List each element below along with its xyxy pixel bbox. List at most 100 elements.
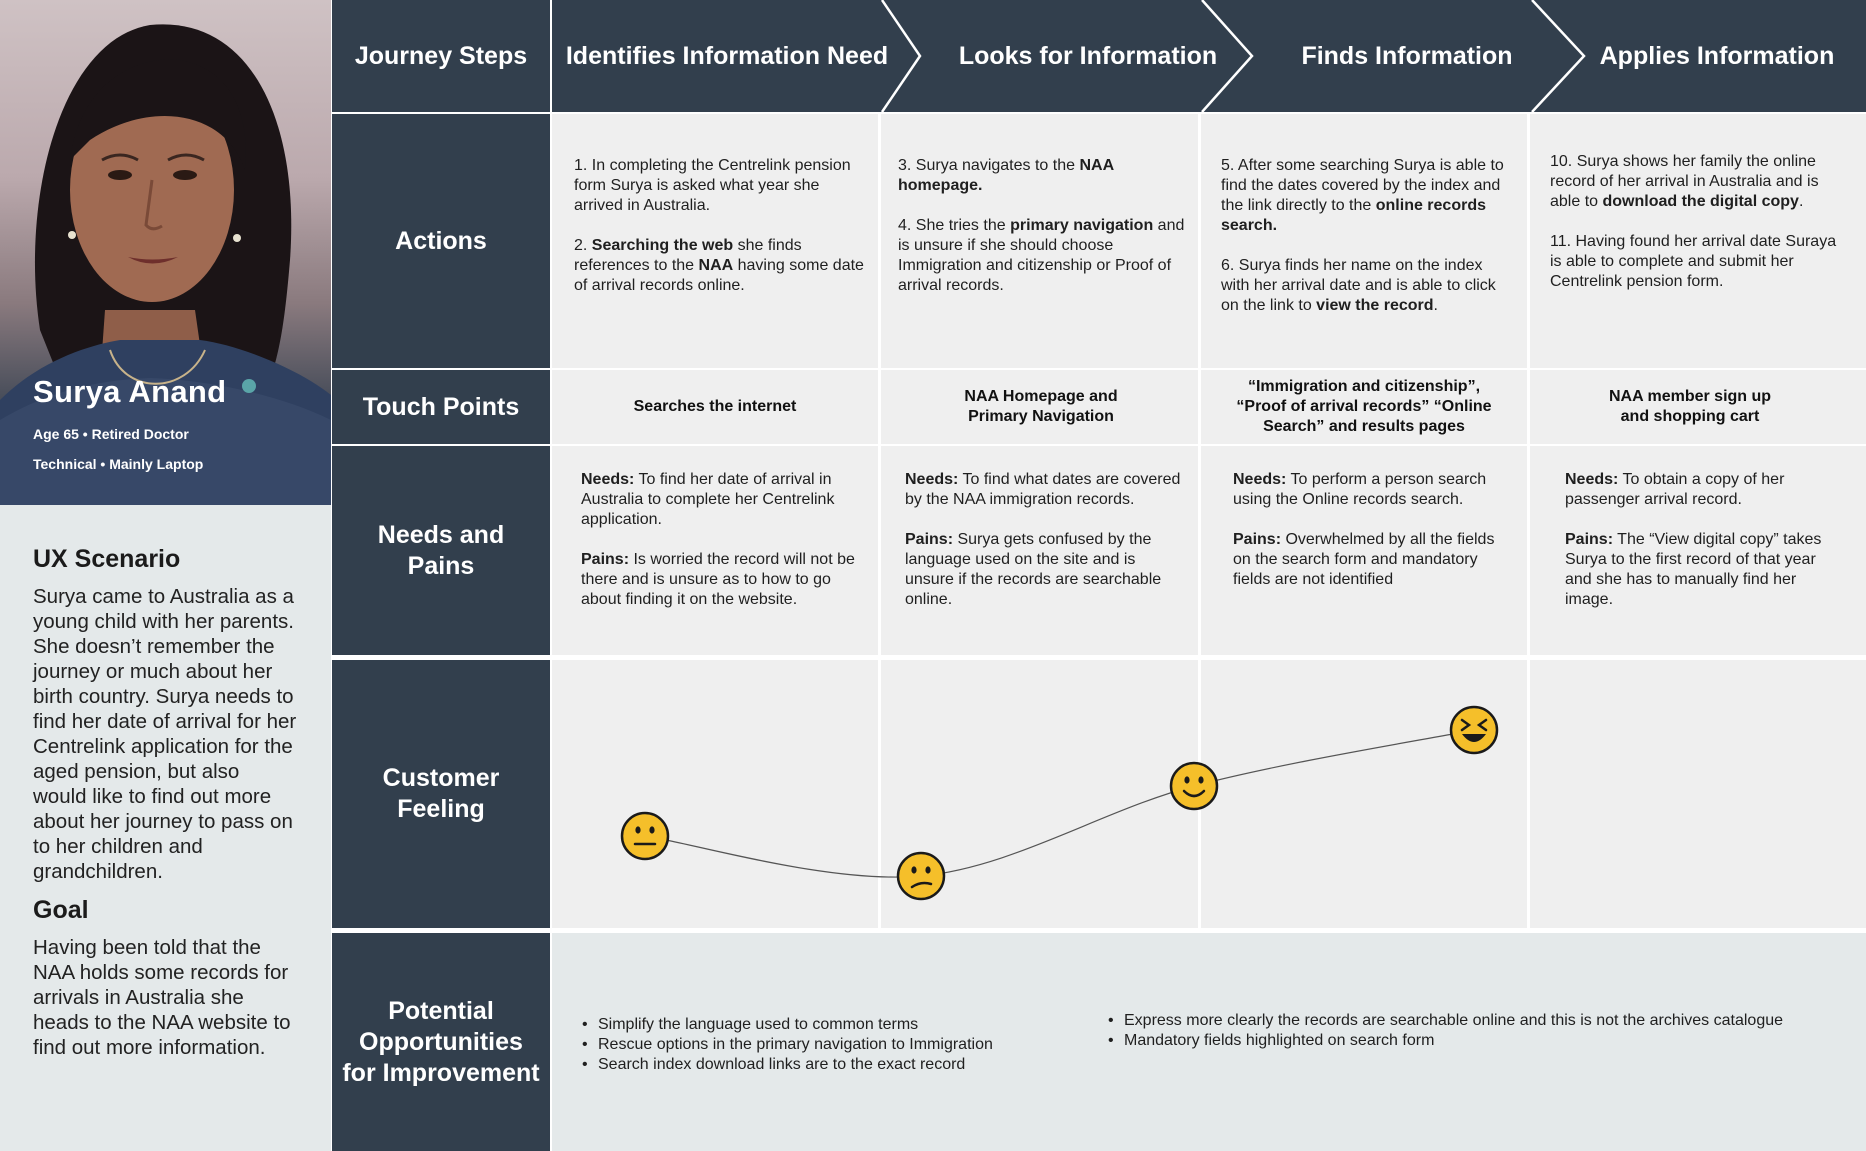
needs-text: To find her date of arrival in Australia…: [581, 471, 835, 528]
needs-pains-cell-4: Needs: To obtain a copy of her passenger…: [1530, 446, 1866, 655]
feeling-curve: [620, 705, 1499, 901]
row-header-touch-points: Touch Points: [332, 370, 550, 444]
needs-pains-cell-1: Needs: To find her date of arrival in Au…: [552, 446, 878, 655]
needs-pains-text-4: Needs: To obtain a copy of her passenger…: [1565, 470, 1835, 610]
actions-text-3: 5. After some searching Surya is able to…: [1221, 156, 1513, 316]
row-header-actions: Actions: [332, 114, 550, 368]
confused-face-icon: [896, 851, 946, 901]
needs-pains-text-3: Needs: To perform a person search using …: [1233, 470, 1495, 590]
action-emphasis: NAA: [698, 257, 734, 274]
feeling-cell-1: [552, 660, 878, 928]
step-title-1: Identifies Information Need: [565, 41, 889, 70]
persona-age-occupation: Age 65 • Retired Doctor: [33, 426, 189, 442]
feeling-cell-4: [1530, 660, 1866, 928]
opportunity-item: Mandatory fields highlighted on search f…: [1108, 1031, 1858, 1051]
scenario-heading: UX Scenario: [33, 545, 181, 573]
opportunities-panel: Simplify the language used to common ter…: [552, 933, 1866, 1151]
smiling-face-icon: [1169, 761, 1219, 811]
touchpoint-text-4: NAA member sign up and shopping cart: [1608, 388, 1772, 425]
touchpoint-cell-1: Searches the internet: [552, 370, 878, 444]
scenario-panel: UX Scenario Surya came to Australia as a…: [0, 505, 331, 1151]
persona-photo: [0, 24, 331, 505]
action-paragraph: 6. Surya finds her name on the index wit…: [1221, 257, 1496, 314]
opportunity-item: Search index download links are to the e…: [582, 1055, 1082, 1075]
row-header-label: Touch Points: [362, 392, 520, 421]
chevron-bar-graphic: [552, 0, 1866, 112]
needs-pains-cell-2: Needs: To find what dates are covered by…: [881, 446, 1198, 655]
opportunity-item: Rescue options in the primary navigation…: [582, 1035, 1082, 1055]
needs-pains-text-2: Needs: To find what dates are covered by…: [905, 470, 1185, 610]
touchpoint-text-1: Searches the internet: [633, 398, 797, 415]
action-paragraph: 11. Having found her arrival date Suraya…: [1550, 233, 1837, 290]
needs-label: Needs:: [1565, 471, 1619, 488]
action-paragraph: 5. After some searching Surya is able to…: [1221, 157, 1504, 234]
needs-pains-text-1: Needs: To find her date of arrival in Au…: [581, 470, 856, 610]
neutral-face-icon: [620, 811, 670, 861]
needs-label: Needs:: [905, 471, 959, 488]
feeling-cell-3: [1201, 660, 1527, 928]
action-paragraph: 2. Searching the web she finds reference…: [574, 237, 864, 294]
journey-steps-bar: Identifies Information Need Looks for In…: [552, 0, 1866, 112]
actions-cell-3: 5. After some searching Surya is able to…: [1201, 114, 1527, 368]
actions-text-1: 1. In completing the Centrelink pension …: [574, 156, 864, 296]
pains-label: Pains:: [1565, 531, 1614, 548]
opportunities-list-right: Express more clearly the records are sea…: [1108, 1011, 1858, 1051]
actions-text-4: 10. Surya shows her family the online re…: [1550, 152, 1850, 292]
needs-label: Needs:: [1233, 471, 1287, 488]
pains-label: Pains:: [905, 531, 954, 548]
feeling-line: [644, 729, 1475, 878]
touchpoint-text-2: NAA Homepage and Primary Navigation: [964, 388, 1118, 425]
persona-name: Surya Anand: [33, 374, 227, 409]
row-header-label: Needs and Pains: [377, 520, 505, 580]
action-paragraph: 4. She tries the primary navigation and …: [898, 217, 1185, 294]
touchpoint-cell-2: NAA Homepage and Primary Navigation: [881, 370, 1198, 444]
pains-label: Pains:: [1233, 531, 1282, 548]
opportunity-item: Express more clearly the records are sea…: [1108, 1011, 1858, 1031]
action-paragraph: 10. Surya shows her family the online re…: [1550, 153, 1819, 210]
action-emphasis: primary navigation: [1010, 217, 1154, 234]
persona-tech-device: Technical • Mainly Laptop: [33, 456, 204, 472]
action-emphasis: Searching the web: [591, 237, 734, 254]
step-title-4: Applies Information: [1599, 41, 1835, 70]
opportunity-item: Simplify the language used to common ter…: [582, 1015, 1082, 1035]
actions-text-2: 3. Surya navigates to the NAA homepage. 4…: [898, 156, 1188, 296]
row-header-opportunities: Potential Opportunities for Improvement: [332, 933, 550, 1151]
needs-pains-cell-3: Needs: To perform a person search using …: [1201, 446, 1527, 655]
actions-cell-2: 3. Surya navigates to the NAA homepage. 4…: [881, 114, 1198, 368]
needs-text: To find what dates are covered by the NA…: [905, 471, 1181, 508]
persona-card: Surya Anand Age 65 • Retired Doctor Tech…: [0, 0, 331, 505]
touchpoint-text-3: “Immigration and citizenship”, “Proof of…: [1236, 378, 1492, 435]
pains-text: The “View digital copy” takes Surya to t…: [1565, 531, 1822, 608]
row-header-label: Potential Opportunities for Improvement: [342, 996, 540, 1087]
action-emphasis: view the record: [1316, 297, 1434, 314]
action-paragraph: 1. In completing the Centrelink pension …: [574, 157, 851, 214]
goal-text: Having been told that the NAA holds some…: [33, 936, 291, 1059]
needs-text: To obtain a copy of her passenger arriva…: [1565, 471, 1785, 508]
action-paragraph: 3. Surya navigates to the NAA homepage.: [898, 157, 1114, 194]
row-header-label: Customer Feeling: [382, 764, 500, 823]
action-emphasis: download the digital copy: [1602, 193, 1799, 210]
actions-cell-1: 1. In completing the Centrelink pension …: [552, 114, 878, 368]
action-emphasis: online records search.: [1221, 197, 1486, 234]
opportunities-list-left: Simplify the language used to common ter…: [582, 1015, 1082, 1075]
needs-text: To perform a person search using the Onl…: [1233, 471, 1487, 508]
step-title-2: Looks for Information: [958, 41, 1218, 70]
row-header-customer-feeling: Customer Feeling: [332, 660, 550, 928]
pains-text: Is worried the record will not be there …: [581, 551, 855, 608]
row-header-needs-pains: Needs and Pains: [332, 446, 550, 655]
pains-text: Surya gets confused by the language used…: [905, 531, 1162, 608]
touchpoint-cell-3: “Immigration and citizenship”, “Proof of…: [1201, 370, 1527, 444]
row-header-journey-steps: Journey Steps: [332, 0, 550, 112]
step-title-3: Finds Information: [1301, 41, 1513, 70]
laughing-face-icon: [1449, 705, 1499, 755]
scenario-text: Surya came to Australia as a young child…: [33, 585, 297, 883]
row-header-label: Actions: [395, 226, 487, 255]
action-emphasis: NAA homepage.: [898, 157, 1114, 194]
actions-cell-4: 10. Surya shows her family the online re…: [1530, 114, 1866, 368]
goal-heading: Goal: [33, 896, 89, 924]
needs-label: Needs:: [581, 471, 635, 488]
pains-text: Overwhelmed by all the fields on the sea…: [1233, 531, 1495, 588]
row-header-label: Journey Steps: [354, 41, 528, 70]
touchpoint-cell-4: NAA member sign up and shopping cart: [1530, 370, 1866, 444]
pains-label: Pains:: [581, 551, 630, 568]
